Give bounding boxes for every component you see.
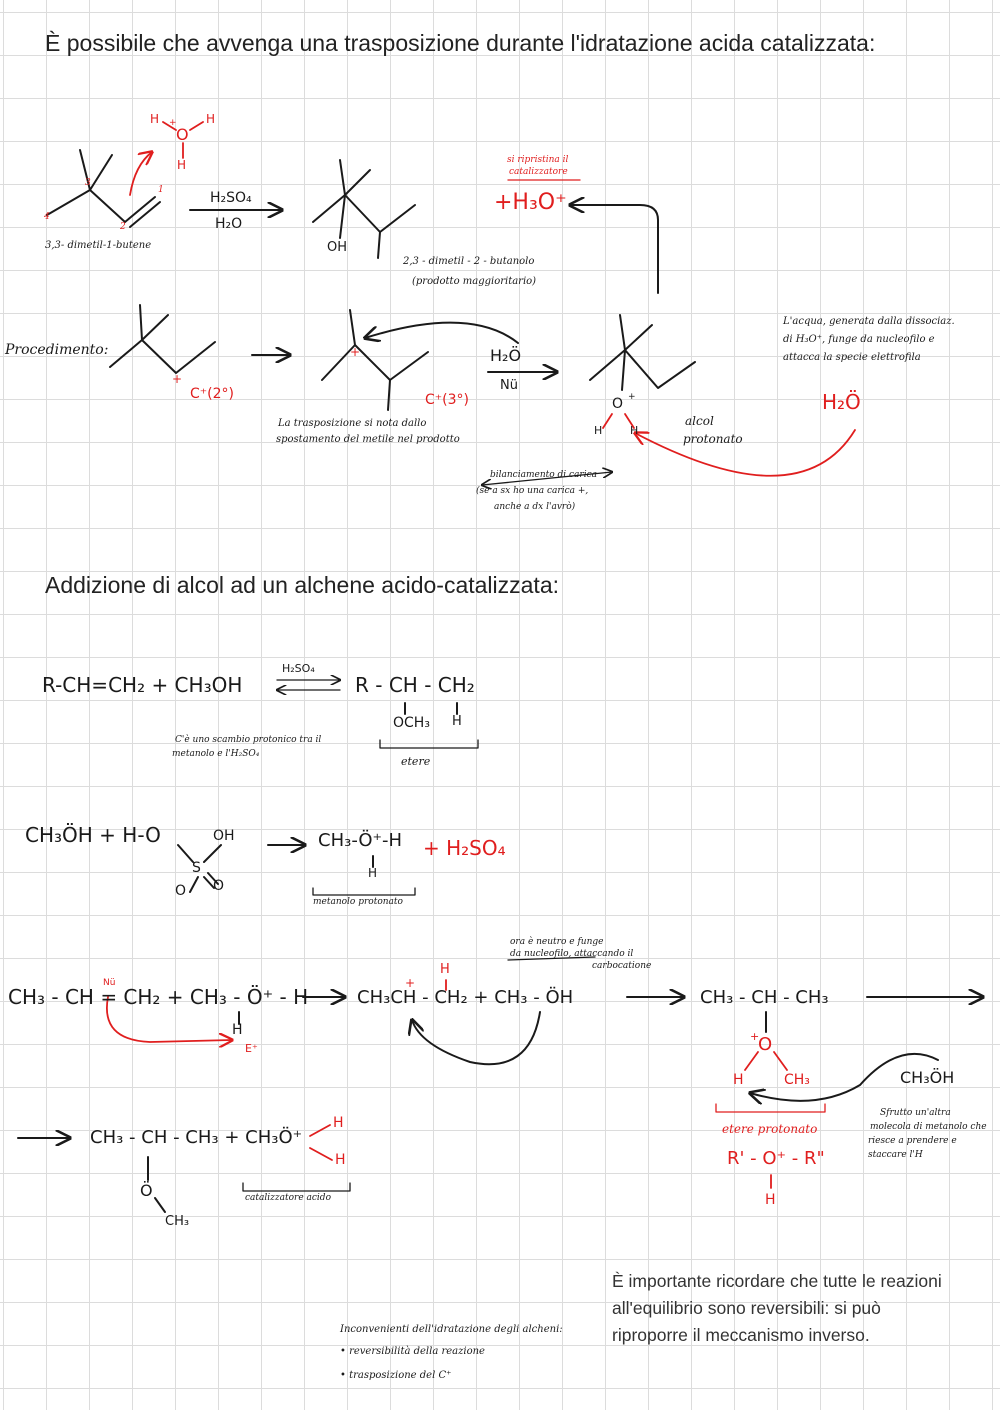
methanol-note-line1: Sfrutto un'altra — [880, 1108, 951, 1118]
carbon-number-2: 2 — [120, 222, 126, 232]
drawbacks-item-2: • trasposizione del C⁺ — [340, 1370, 452, 1381]
charge-balance-line2: (se a sx ho una carica +, — [476, 486, 589, 496]
transposition-note-line2: spostamento del metile nel prodotto — [276, 434, 460, 445]
general-formula-h: H — [765, 1192, 776, 1208]
carbon-number-3: 3 — [85, 178, 91, 188]
h3o-plus: +H₃O⁺ — [494, 190, 567, 215]
carbocation-tertiary: C⁺(3°) — [425, 392, 469, 408]
charge-balance-line1: bilanciamento di carica — [490, 470, 598, 480]
hydronium-plus: + — [169, 118, 177, 128]
nucleophile-note-line3: carbocatione — [592, 961, 652, 971]
drawbacks-title: Inconvenienti dell'idratazione degli alc… — [340, 1324, 563, 1335]
drawbacks-item-1: • reversibilità della reazione — [340, 1346, 485, 1357]
acid-catalyst-label: catalizzatore acido — [245, 1193, 331, 1203]
secondary-cation-plus: + — [172, 372, 183, 386]
carbon-number-4: 4 — [44, 212, 50, 222]
eq2-oxygen-left: O — [175, 883, 187, 899]
hydronium-h-bottom: H — [177, 158, 187, 172]
curved-arrow-alkene-to-h3o — [129, 152, 152, 196]
eq3-mid-h: H — [440, 962, 450, 977]
eq4-ch3: CH₃ — [165, 1214, 190, 1229]
oxonium-h-right: H — [630, 424, 639, 437]
eq2-oxygen-right: O — [213, 878, 225, 894]
eq3-h: H — [232, 1022, 243, 1038]
methanol-note-line2: molecola di metanolo che — [870, 1122, 987, 1132]
eq4-h-top: H — [333, 1115, 344, 1131]
eq3-intermediate: CH₃CH - CH₂ + CH₃ - ÖH — [357, 987, 574, 1008]
hydronium-o: O — [176, 125, 189, 144]
oxonium-h-left: H — [594, 424, 603, 437]
proton-exchange-line2: metanolo e l'H₂SO₄ — [172, 749, 260, 759]
oxonium-o: O — [612, 396, 624, 412]
eq2-product-h: H — [368, 866, 378, 880]
product-skeleton — [312, 159, 416, 259]
product-oh: OH — [327, 240, 348, 255]
section2-title: Addizione di alcol ad un alchene acido-c… — [45, 572, 559, 598]
water-note-line2: di H₃O⁺, funge da nucleofilo e — [783, 334, 935, 345]
eq2-h2so4: + H₂SO₄ — [423, 836, 506, 860]
hydronium-h-right: H — [206, 112, 216, 126]
eq4-products: CH₃ - CH - CH₃ + CH₃Ö⁺ — [90, 1127, 303, 1148]
product-note: (prodotto maggioritario) — [412, 276, 537, 287]
catalyst-note-line2: catalizzatore — [509, 167, 568, 177]
eq3-oxonium-plus: + — [750, 1030, 760, 1043]
methyl-shift-arrow — [365, 321, 519, 344]
product-name: 2,3 - dimetil - 2 - butanolo — [403, 256, 535, 267]
water-note-line3: attacca la specie elettrofila — [783, 352, 921, 363]
equilibrium-note: È importante ricordare che tutte le reaz… — [612, 1271, 942, 1345]
eq2-oh: OH — [213, 828, 235, 844]
methanol-note-line3: riesce a prendere e — [868, 1136, 957, 1146]
eq2-product: CH₃-Ö⁺-H — [318, 830, 403, 851]
methanol-second: CH₃ÖH — [900, 1068, 955, 1087]
eq3-oxonium-ch3: CH₃ — [784, 1072, 810, 1088]
nucleophile-note-line1: ora è neutro e funge — [510, 937, 604, 947]
tertiary-cation-plus: + — [350, 345, 361, 359]
reagent-h2o: H₂O — [215, 216, 243, 232]
water-note-line1: L'acqua, generata dalla dissociaz. — [783, 316, 955, 327]
carbon-number-1: 1 — [158, 185, 164, 195]
eq4-oxygen: Ö — [140, 1181, 153, 1200]
methanol-note-line4: staccare l'H — [868, 1150, 923, 1160]
carbocation-secondary: C⁺(2°) — [190, 386, 234, 402]
charge-balance-line3: anche a dx l'avrò) — [494, 502, 576, 512]
water-reagent: H₂Ö — [490, 346, 522, 365]
nucleophile-note-line2: da nucleofilo, attaccando il — [510, 949, 634, 959]
section1-title: È possibile che avvenga una trasposizion… — [45, 30, 876, 56]
eq1-och3: OCH₃ — [393, 715, 430, 731]
eq1-reactants: R-CH=CH₂ + CH₃OH — [42, 673, 243, 697]
eq1-h: H — [452, 714, 462, 729]
eq2-sulfur: S — [192, 860, 201, 876]
eq3-oxonium-o: O — [758, 1034, 773, 1055]
eq1-product: R - CH - CH₂ — [355, 673, 475, 697]
eq3-nu-label: Nü — [103, 978, 116, 988]
hydronium-h-left: H — [150, 112, 160, 126]
transposition-note-line1: La trasposizione si nota dallo — [278, 418, 427, 429]
protonated-alcohol-line2: protonato — [683, 432, 743, 446]
eq3-reactants: CH₃ - CH = CH₂ + CH₃ - Ö⁺ - H — [8, 985, 309, 1009]
water-nucleophile-label: Nü — [500, 378, 518, 393]
oxonium-plus: + — [628, 392, 636, 402]
water-red: H₂Ö — [822, 390, 861, 414]
reagent-h2so4: H₂SO₄ — [210, 190, 252, 206]
eq3-product: CH₃ - CH - CH₃ — [700, 987, 829, 1008]
reactant-name: 3,3- dimetil-1-butene — [45, 240, 152, 251]
catalyst-note-line1: si ripristina il — [507, 155, 569, 165]
ether-label: etere — [401, 755, 431, 768]
protonated-methanol-label: metanolo protonato — [313, 897, 403, 907]
procedimento-label: Procedimento: — [5, 342, 109, 358]
regeneration-arrow — [570, 205, 659, 294]
eq1-catalyst: H₂SO₄ — [282, 662, 315, 675]
eq3-mid-plus: + — [405, 976, 416, 990]
general-formula: R' - O⁺ - R" — [727, 1148, 825, 1169]
protonated-ether-label: etere protonato — [722, 1122, 818, 1136]
reactant-skeleton — [46, 149, 161, 228]
proton-exchange-line1: C'è uno scambio protonico tra il — [175, 735, 322, 745]
protonated-alcohol-line1: alcol — [685, 414, 714, 428]
eq3-electrophile: E⁺ — [245, 1042, 258, 1055]
eq3-oxonium-h: H — [733, 1072, 744, 1088]
eq2-reactants: CH₃ÖH + H-O — [25, 823, 161, 847]
eq4-h-bottom: H — [335, 1152, 346, 1168]
water-attack-arrow — [635, 429, 856, 477]
